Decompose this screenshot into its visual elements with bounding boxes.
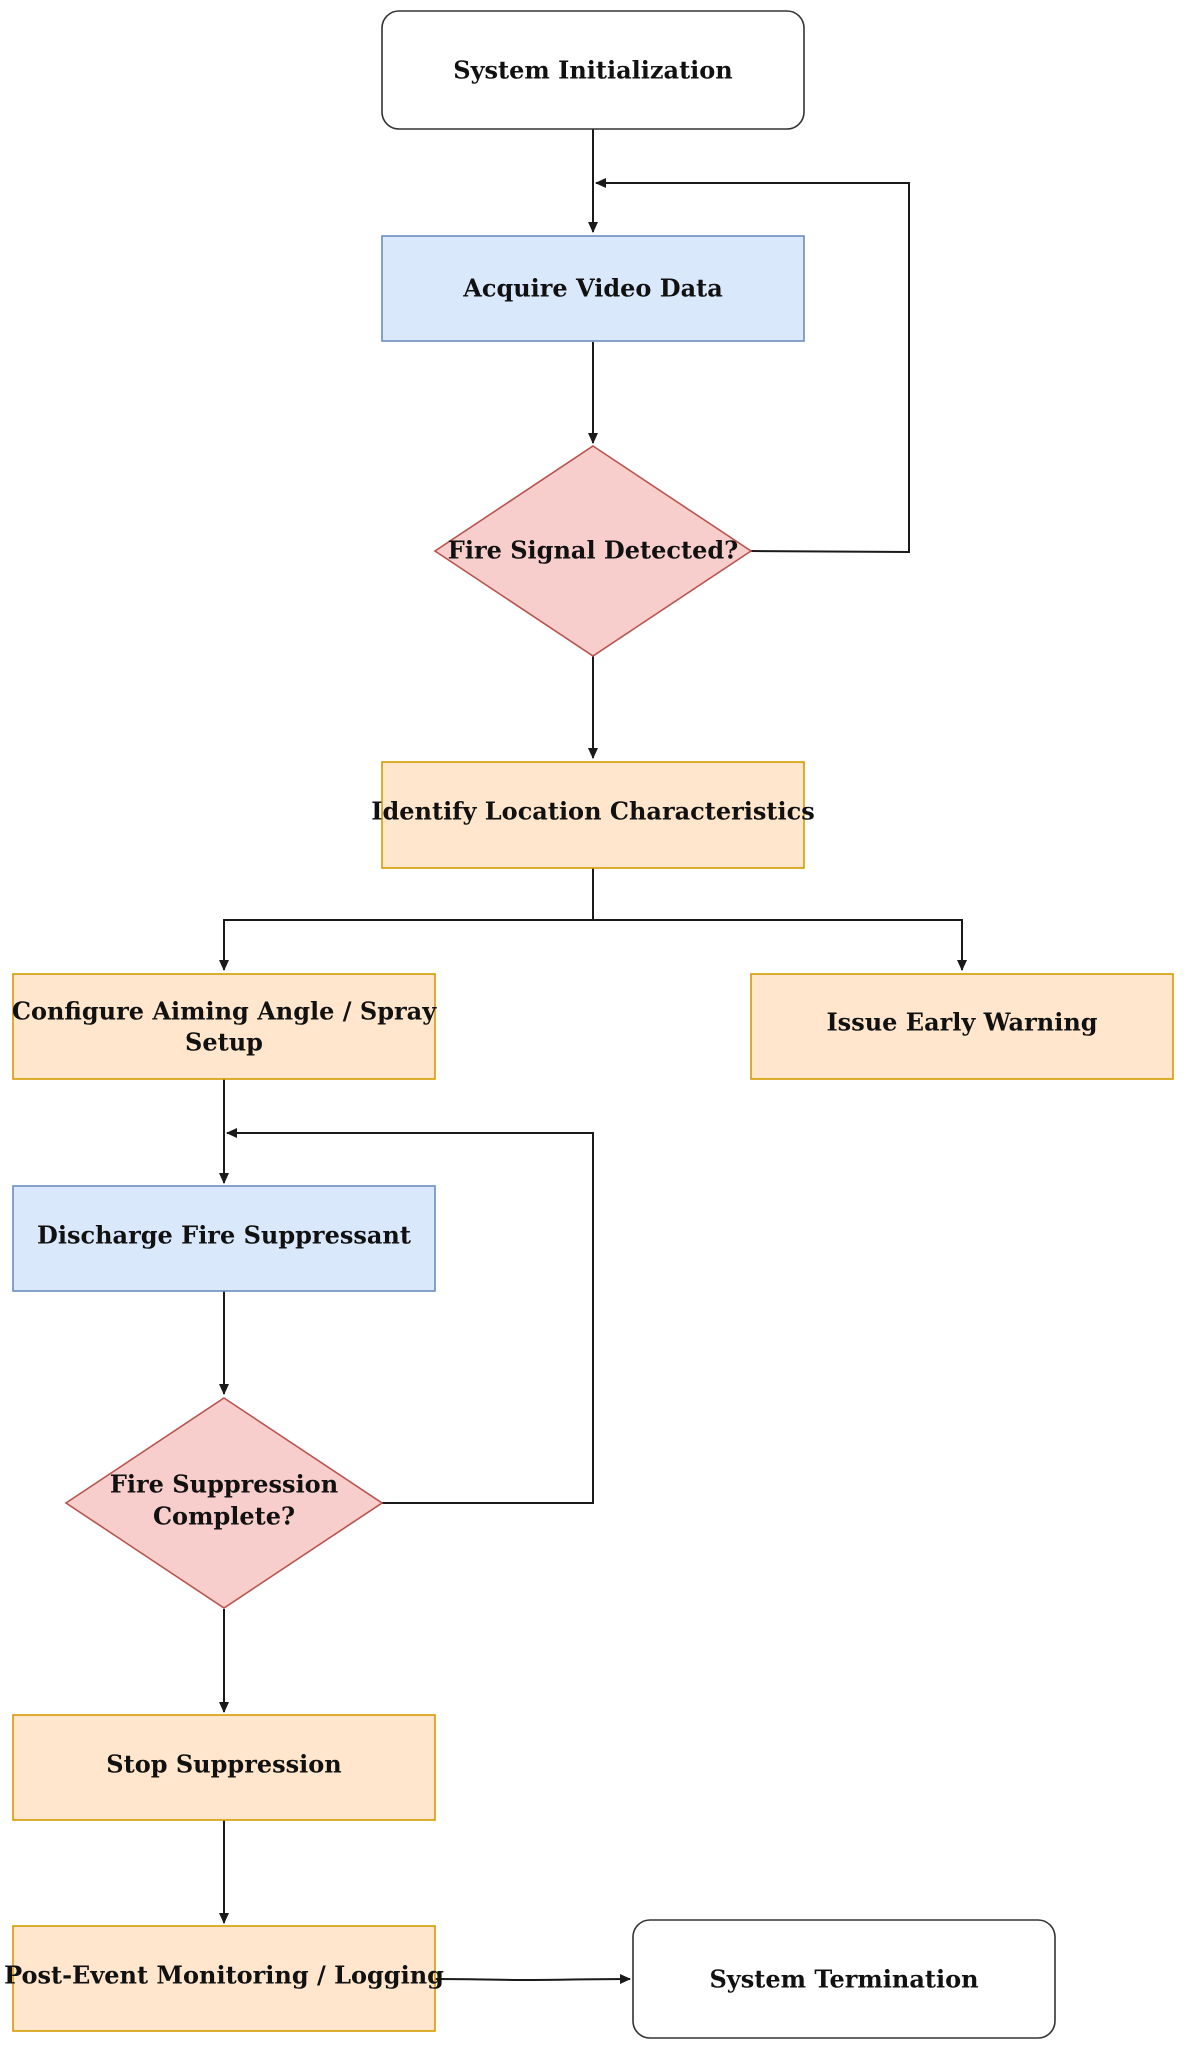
identify-location-label: Identify Location Characteristics [371, 797, 814, 826]
edge-suppression-loop [226, 1128, 594, 1504]
node-system-termination: System Termination [632, 1919, 1056, 2039]
node-acquire-video-data: Acquire Video Data [381, 235, 805, 342]
discharge-suppressant-label: Discharge Fire Suppressant [37, 1221, 411, 1250]
node-discharge-fire-suppressant: Discharge Fire Suppressant [12, 1185, 436, 1292]
stop-suppression-label: Stop Suppression [106, 1750, 341, 1779]
configure-aiming-label-line1: Configure Aiming Angle / Spray [12, 997, 437, 1026]
edges [219, 129, 967, 1985]
fire-signal-detected-label: Fire Signal Detected? [448, 536, 738, 565]
node-issue-early-warning: Issue Early Warning [750, 973, 1174, 1080]
node-stop-suppression: Stop Suppression [12, 1714, 436, 1821]
issue-early-warning-label: Issue Early Warning [826, 1008, 1097, 1037]
system-termination-label: System Termination [709, 1965, 978, 1994]
post-event-monitoring-label: Post-Event Monitoring / Logging [4, 1961, 444, 1990]
suppression-complete-label-line2: Complete? [153, 1502, 295, 1531]
edge-monitoring-to-termination [433, 1974, 631, 1985]
edge-split-to-configure [219, 919, 593, 971]
system-initialization-label: System Initialization [453, 56, 733, 85]
configure-aiming-label-line2: Setup [185, 1028, 263, 1057]
edge-split-to-warning [593, 919, 967, 971]
node-post-event-monitoring: Post-Event Monitoring / Logging [4, 1925, 444, 2032]
edge-decision-no-loop [595, 178, 910, 554]
node-configure-aiming-angle: Configure Aiming Angle / Spray Setup [12, 973, 437, 1080]
node-identify-location-characteristics: Identify Location Characteristics [371, 761, 815, 869]
decision-fire-signal-detected: Fire Signal Detected? [433, 445, 753, 657]
node-system-initialization: System Initialization [381, 10, 805, 130]
suppression-complete-label-line1: Fire Suppression [110, 1470, 338, 1499]
decision-fire-suppression-complete: Fire Suppression Complete? [64, 1397, 384, 1609]
acquire-video-data-label: Acquire Video Data [462, 274, 723, 303]
